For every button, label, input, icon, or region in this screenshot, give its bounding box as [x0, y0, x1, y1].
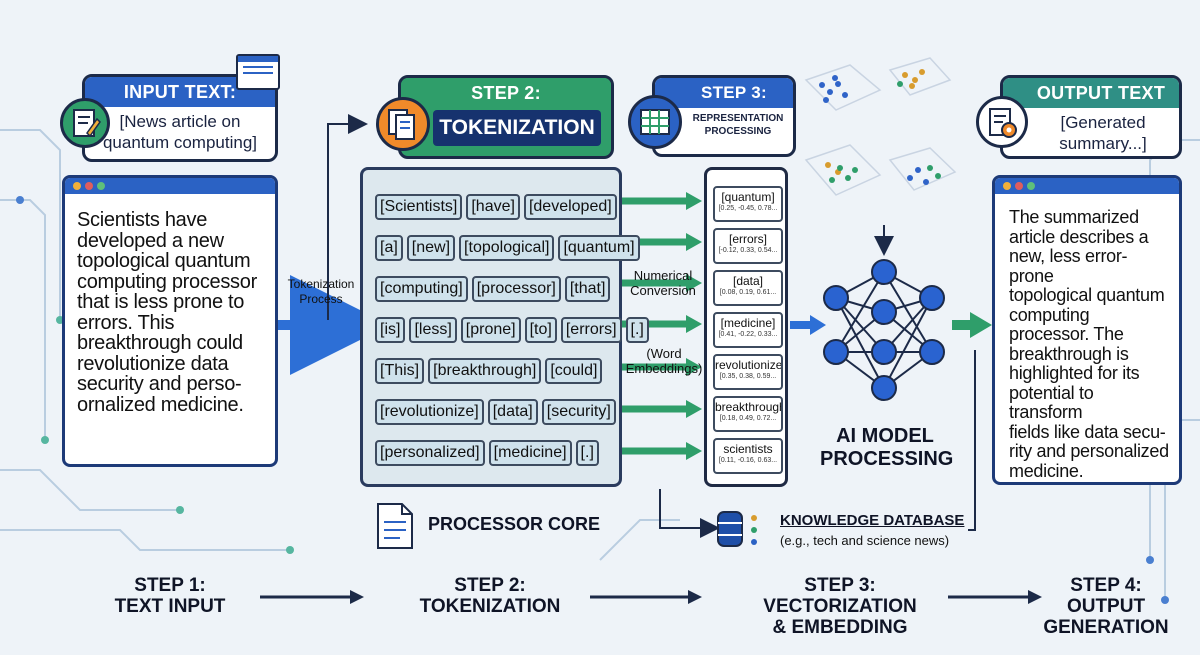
edit-document-icon	[60, 98, 110, 148]
vector-item: [quantum][0.25, -0.45, 0.78...	[713, 186, 783, 222]
token: [.]	[575, 440, 599, 466]
step-3-label: STEP 3: VECTORIZATION & EMBEDDING	[763, 575, 917, 638]
input-text-window: Scientists have developed a new topologi…	[62, 175, 278, 467]
input-card-subtitle: [News article on quantum computing]	[102, 112, 258, 152]
database-icon	[717, 511, 757, 547]
document-gear-icon	[976, 96, 1028, 148]
token: [that]	[564, 276, 611, 302]
word-embeddings-label: (Word Embeddings)	[625, 346, 703, 376]
tokenization-step-label: STEP 2:	[401, 78, 611, 108]
representation-title: REPRESENTATION PROCESSING	[692, 113, 784, 137]
chat-bubble-icon	[236, 54, 280, 90]
token: [quantum]	[558, 235, 640, 261]
tokenization-title: TOKENIZATION	[433, 110, 601, 146]
step-4-label: STEP 4: OUTPUT GENERATION	[1043, 575, 1169, 638]
token: [personalized]	[375, 440, 485, 466]
file-icon	[377, 503, 413, 549]
vector-item: breakthrough[0.18, 0.49, 0.72...	[713, 396, 783, 432]
token: [revolutionize]	[375, 399, 484, 425]
token: [have]	[466, 194, 520, 220]
token-row: [a] [new] [topological] [quantum]	[375, 235, 640, 261]
tokenization-process-label: Tokenization Process	[287, 277, 355, 306]
embedding-cluster-icon	[804, 57, 957, 196]
output-card-subtitle: [Generated summary...]	[1059, 113, 1147, 153]
token: [This]	[375, 358, 425, 384]
token: [could]	[545, 358, 603, 384]
token: [a]	[375, 235, 403, 261]
token: [medicine]	[488, 440, 572, 466]
step-1-label: STEP 1: TEXT INPUT	[114, 575, 226, 617]
token: [computing]	[375, 276, 468, 302]
tokenization-card: STEP 2: TOKENIZATION	[398, 75, 614, 159]
output-text-card: OUTPUT TEXT [Generated summary...]	[1000, 75, 1182, 159]
token: [topological]	[459, 235, 555, 261]
vector-item: scientists[0.11, -0.16, 0.63...	[713, 438, 783, 474]
token: [breakthrough]	[428, 358, 542, 384]
token: [less]	[409, 317, 457, 343]
vector-item: [errors][-0.12, 0.33, 0.54...	[713, 228, 783, 264]
knowledge-database-label: KNOWLEDGE DATABASE (e.g., tech and scien…	[780, 512, 965, 548]
vector-item: [data][0.08, 0.19, 0.61...	[713, 270, 783, 306]
token: [to]	[524, 317, 557, 343]
vector-column: [quantum][0.25, -0.45, 0.78... [errors][…	[704, 167, 788, 487]
neural-network-icon	[823, 259, 945, 401]
token-row: [Scientists] [have] [developed]	[375, 194, 617, 220]
token: [.]	[625, 317, 649, 343]
token: [prone]	[460, 317, 521, 343]
vector-item: [medicine][0.41, -0.22, 0.33...	[713, 312, 783, 348]
output-card-title: OUTPUT TEXT	[1003, 78, 1179, 108]
token-row: [is] [less] [prone] [to] [errors] [.]	[375, 317, 649, 343]
output-text-window: The summarized article describes a new, …	[992, 175, 1182, 485]
grid-table-icon	[628, 95, 682, 149]
token: [errors]	[560, 317, 622, 343]
output-text-body: The summarized article describes a new, …	[1009, 207, 1169, 481]
token: [is]	[375, 317, 406, 343]
token: [Scientists]	[375, 194, 463, 220]
vector-item: revolutionize[0.35, 0.38, 0.59...	[713, 354, 783, 390]
token-row: [revolutionize] [data] [security]	[375, 399, 616, 425]
token: [data]	[487, 399, 538, 425]
token: [new]	[406, 235, 456, 261]
processor-core-panel: [Scientists] [have] [developed] [a] [new…	[360, 167, 649, 487]
token-row: [computing] [processor] [that]	[375, 276, 611, 302]
token-row: [personalized] [medicine] [.]	[375, 440, 599, 466]
processor-core-label: PROCESSOR CORE	[428, 514, 601, 534]
token: [developed]	[523, 194, 617, 220]
numerical-conversion-label: Numerical Conversion	[630, 268, 696, 298]
ai-model-label: AI MODEL PROCESSING	[820, 425, 954, 470]
representation-step-label: STEP 3:	[655, 78, 793, 108]
token: [processor]	[471, 276, 561, 302]
token-row: [This] [breakthrough] [could]	[375, 358, 603, 384]
step-2-label: STEP 2: TOKENIZATION	[419, 575, 561, 617]
documents-icon	[376, 97, 430, 151]
input-text-body: Scientists have developed a new topologi…	[77, 209, 257, 416]
token: [security]	[541, 399, 616, 425]
